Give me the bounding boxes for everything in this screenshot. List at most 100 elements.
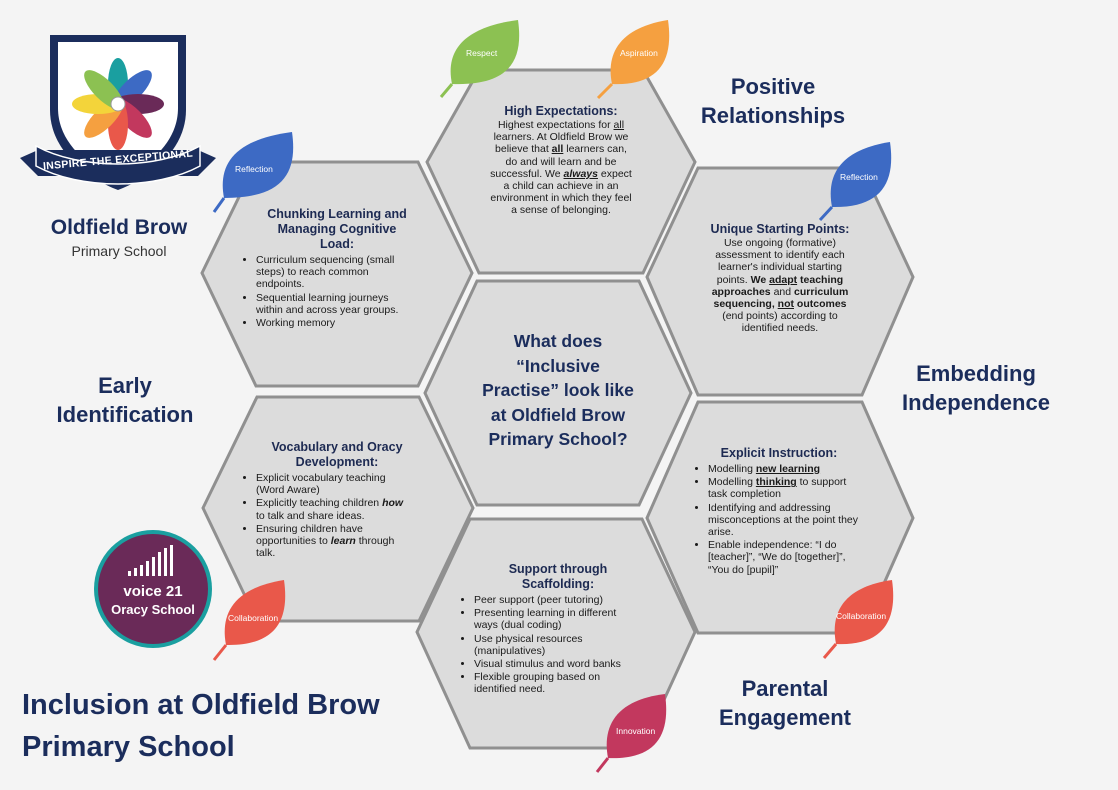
chunk-item: Curriculum sequencing (small steps) to r… <box>256 254 406 291</box>
unique-l5b: and <box>770 285 795 298</box>
leaf-reflection-left: Reflection <box>212 132 294 213</box>
voice21-badge <box>94 530 212 648</box>
heading-early-identification: Early Identification <box>40 371 210 429</box>
chunk-list: Curriculum sequencing (small steps) to r… <box>234 254 406 329</box>
vocab-i2a: Explicitly teaching children <box>256 497 383 510</box>
support-list: Peer support (peer tutoring) Presenting … <box>452 594 634 696</box>
explicit-item-4: Enable independence: “I do [teacher]”, “… <box>708 539 858 576</box>
vocab-t2: Development: <box>295 455 379 469</box>
school-subtitle: Primary School <box>71 243 167 259</box>
explicit-item-2: Modelling thinking to support task compl… <box>708 476 858 500</box>
main-title: Inclusion at Oldfield Brow Primary Schoo… <box>22 684 442 768</box>
hex-support <box>415 517 697 750</box>
leaf-reflection-right-label: Reflection <box>840 172 878 182</box>
high-l5: successful. We always expect <box>468 168 654 180</box>
high-expectations-text: High Expectations: Highest expectations … <box>468 104 654 217</box>
support-item: Use physical resources (manipulatives) <box>474 633 634 657</box>
center-l1: What does <box>513 331 603 351</box>
heading-embedding-independence: Embedding Independence <box>880 359 1072 417</box>
unique-l5c: curriculum <box>794 285 849 298</box>
chunk-item: Sequential learning journeys within and … <box>256 292 406 316</box>
explicit-item-1: Modelling new learning <box>708 463 858 475</box>
unique-starting-text: Unique Starting Points: Use ongoing (for… <box>684 222 876 335</box>
vocab-item-2: Explicitly teaching children how to talk… <box>256 497 406 521</box>
high-p3: believe that <box>495 143 552 156</box>
high-p5u: always <box>563 167 598 180</box>
hex-explicit <box>645 400 915 635</box>
high-l4: do and will learn and be <box>505 155 617 168</box>
high-title: High Expectations: <box>504 104 618 118</box>
support-item: Peer support (peer tutoring) <box>474 594 634 606</box>
vocab-i3c: through talk. <box>256 535 395 560</box>
center-l5: Primary School? <box>488 429 628 449</box>
high-p5b: expect <box>597 167 632 180</box>
vocab-i3a: Ensuring children have opportunities to <box>256 522 363 548</box>
heading-positive-l2: Relationships <box>700 103 846 128</box>
high-l7: environment in which they feel <box>490 192 632 205</box>
high-l3: believe that all learners can, <box>468 143 654 155</box>
vocab-item-3: Ensuring children have opportunities to … <box>256 523 406 560</box>
heading-positive-relationships: Positive Relationships <box>680 72 866 130</box>
high-p1: Highest expectations for <box>497 119 614 131</box>
unique-l2: assessment to identify each <box>715 249 845 262</box>
heading-embed-l2: Independence <box>902 390 1050 415</box>
leaf-aspiration: Aspiration <box>596 20 670 100</box>
support-item: Flexible grouping based on identified ne… <box>474 671 634 695</box>
chunk-t1: Chunking Learning and <box>267 207 407 221</box>
leaf-collaboration-left: Collaboration <box>212 580 286 661</box>
vocab-list: Explicit vocabulary teaching (Word Aware… <box>234 472 406 559</box>
hex-center <box>423 279 693 507</box>
unique-l6b: outcomes <box>794 298 847 311</box>
unique-l5: approaches and curriculum <box>684 286 876 298</box>
heading-parental-engagement: Parental Engagement <box>702 674 868 732</box>
hex-unique-starting <box>645 166 915 397</box>
unique-l4u: adapt <box>769 273 798 286</box>
high-p1u: all <box>613 119 625 131</box>
badge-oracy: Oracy School <box>111 602 195 617</box>
heading-parent-l2: Engagement <box>718 705 852 730</box>
vocab-i2c: to talk and share ideas. <box>256 509 365 522</box>
chunk-item: Working memory <box>256 317 406 329</box>
unique-l4a: points. <box>716 273 751 286</box>
support-item: Visual stimulus and word banks <box>474 658 634 670</box>
explicit-i2b: thinking <box>755 476 797 489</box>
unique-l4c: teaching <box>797 273 844 286</box>
explicit-item-3: Identifying and addressing misconception… <box>708 502 858 539</box>
leaf-innovation-label: Innovation <box>616 726 655 736</box>
vocab-i2b: how <box>382 497 404 510</box>
vocab-item-1: Explicit vocabulary teaching (Word Aware… <box>256 472 406 496</box>
unique-l3: learner's individual starting <box>718 261 842 274</box>
explicit-i2a: Modelling <box>708 476 756 489</box>
high-l8: a sense of belonging. <box>511 204 611 217</box>
high-l1: Highest expectations for all <box>468 119 654 131</box>
leaf-aspiration-label: Aspiration <box>620 48 658 58</box>
heading-early-l1: Early <box>98 373 152 398</box>
badge-voice21: voice 21 <box>123 583 183 600</box>
heading-positive-l1: Positive <box>730 74 816 99</box>
leaf-collaboration-right-label: Collaboration <box>836 611 886 621</box>
unique-l4: points. We adapt teaching <box>684 274 876 286</box>
explicit-title: Explicit Instruction: <box>720 446 838 460</box>
chunk-t3: Load: <box>319 237 355 251</box>
unique-l8: identified needs. <box>741 322 819 335</box>
heading-early-l2: Identification <box>56 402 194 427</box>
explicit-i2c: to support task completion <box>708 476 847 501</box>
unique-l7: (end points) according to <box>722 310 838 323</box>
leaf-respect: Respect <box>439 20 520 98</box>
leaf-collaboration-left-label: Collaboration <box>228 613 278 623</box>
support-t2: Scaffolding: <box>521 577 595 591</box>
heading-parent-l1: Parental <box>741 676 829 701</box>
explicit-text: Explicit Instruction: Modelling new lear… <box>684 446 874 577</box>
main-title-l1: Inclusion at Oldfield Brow <box>22 689 380 721</box>
explicit-list: Modelling new learning Modelling thinkin… <box>684 463 858 576</box>
main-title-l2: Primary School <box>22 731 235 763</box>
chunking-text: Chunking Learning and Managing Cognitive… <box>234 207 440 330</box>
center-question: What does “Inclusive Practise” look like… <box>450 329 666 452</box>
support-item: Presenting learning in different ways (d… <box>474 607 634 631</box>
unique-l5a: approaches <box>711 285 771 298</box>
center-l3: Practise” look like <box>482 380 634 400</box>
support-text: Support through Scaffolding: Peer suppor… <box>452 562 664 697</box>
unique-l4b: We <box>750 273 770 286</box>
high-p3u: all <box>551 143 564 156</box>
